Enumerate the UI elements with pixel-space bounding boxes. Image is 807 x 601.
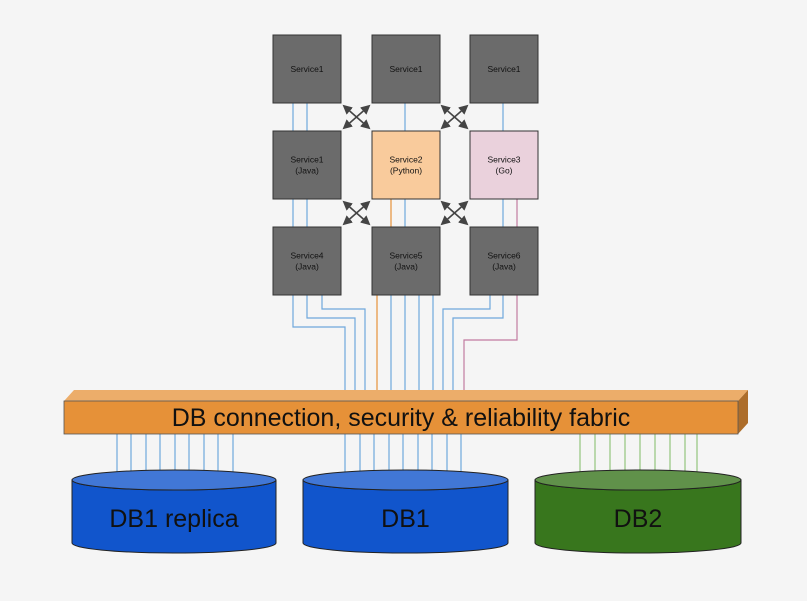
fabric-bar-top [64, 390, 748, 401]
service-label: (Java) [394, 262, 418, 272]
service-label: (Java) [492, 262, 516, 272]
service-box-bg [371, 226, 441, 296]
fabric-route-line [306, 295, 356, 390]
service-label: Service1 [389, 64, 422, 74]
database-db1-replica[interactable]: DB1 replica [71, 469, 277, 554]
service-box-service4-r3c1[interactable]: Service4(Java) [272, 226, 342, 296]
service-label: Service4 [290, 251, 323, 261]
fabric-bar-side [738, 390, 748, 434]
database-db1[interactable]: DB1 [302, 469, 509, 554]
fabric-route-line [321, 295, 366, 390]
bidirectional-arrow [342, 104, 371, 130]
service-label: (Java) [295, 262, 319, 272]
service-box-bg [371, 130, 441, 200]
service-label: Service6 [487, 251, 520, 261]
database-label: DB1 replica [109, 505, 238, 533]
service-box-service6-r3c3[interactable]: Service6(Java) [469, 226, 539, 296]
fabric-route-line [463, 295, 518, 390]
service-box-bg [469, 226, 539, 296]
service-label: Service5 [389, 251, 422, 261]
database-top [302, 469, 509, 491]
fabric-label: DB connection, security & reliability fa… [172, 404, 631, 432]
service-box-bg [272, 226, 342, 296]
service-connection-lines [292, 103, 518, 390]
service-box-service3-r2c3[interactable]: Service3(Go) [469, 130, 539, 200]
fabric-route-line [292, 295, 346, 390]
bidirectional-arrow [440, 104, 469, 130]
fabric-route-line [442, 295, 491, 390]
database-label: DB1 [381, 505, 430, 533]
database-top [534, 469, 742, 491]
service-box-service1-r1c1[interactable]: Service1 [272, 34, 342, 104]
bidirectional-arrow [440, 200, 469, 226]
service-box-service2-r2c2[interactable]: Service2(Python) [371, 130, 441, 200]
service-label: Service1 [487, 64, 520, 74]
service-box-bg [469, 130, 539, 200]
database-label: DB2 [614, 505, 663, 533]
service-box-bg [272, 34, 342, 104]
service-label: Service3 [487, 155, 520, 165]
bidirectional-arrow [342, 200, 371, 226]
service-label: Service2 [389, 155, 422, 165]
fabric-bar-front [63, 400, 739, 435]
service-label: (Go) [496, 166, 513, 176]
fabric-route-line [452, 295, 504, 390]
service-box-service1-r1c2[interactable]: Service1 [371, 34, 441, 104]
service-box-bg [469, 34, 539, 104]
service-box-service1-r2c1[interactable]: Service1(Java) [272, 130, 342, 200]
service-box-service1-r1c3[interactable]: Service1 [469, 34, 539, 104]
fabric-bar: DB connection, security & reliability fa… [63, 390, 748, 435]
database-db2[interactable]: DB2 [534, 469, 742, 554]
service-label: Service1 [290, 155, 323, 165]
databases: DB1 replica DB1 DB2 [71, 469, 742, 554]
service-label: (Java) [295, 166, 319, 176]
database-top [71, 469, 277, 491]
service-box-service5-r3c2[interactable]: Service5(Java) [371, 226, 441, 296]
service-box-bg [272, 130, 342, 200]
service-mesh-arrows [342, 104, 469, 226]
service-label: (Python) [390, 166, 422, 176]
service-box-bg [371, 34, 441, 104]
service-label: Service1 [290, 64, 323, 74]
